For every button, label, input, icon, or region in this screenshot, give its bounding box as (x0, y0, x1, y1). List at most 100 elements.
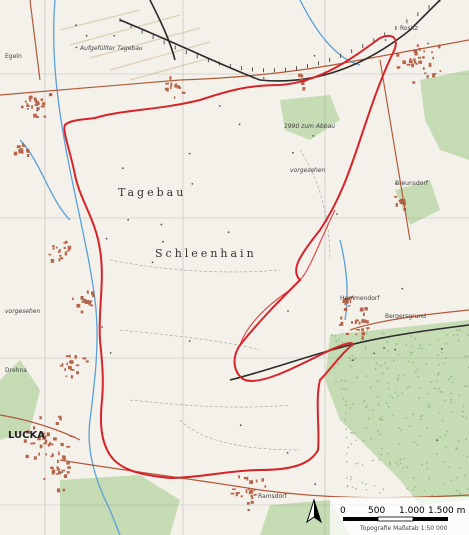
settlement-block (243, 476, 248, 480)
forest-dot (452, 334, 455, 336)
forest-dot (379, 418, 382, 421)
spot-height (383, 347, 385, 349)
forest-dot (367, 418, 370, 420)
settlement-block (340, 316, 343, 320)
spot-height (191, 183, 194, 185)
forest-dot (355, 376, 358, 379)
mining-boundary-inner (239, 209, 336, 346)
settlement-block (48, 93, 53, 97)
spot-height (436, 439, 439, 442)
settlement-block (23, 439, 27, 443)
settlement-block (419, 60, 422, 64)
spot-height (401, 287, 404, 290)
forest-dot (405, 344, 408, 346)
forest-dot (335, 340, 338, 342)
settlement-block (343, 298, 347, 302)
settlement-block (355, 319, 359, 322)
settlement-block (85, 360, 89, 363)
settlement-block (348, 305, 351, 307)
forest-dot (340, 379, 343, 381)
settlement-block (395, 203, 398, 207)
settlement-block (66, 471, 70, 474)
settlement-block (83, 298, 87, 303)
settlement-block (249, 480, 254, 484)
forest-dot (438, 412, 441, 414)
settlement-block (35, 100, 40, 105)
forest-dot (354, 463, 357, 465)
spot-height (113, 34, 115, 37)
forest-dot (341, 388, 343, 390)
forest-dot (410, 345, 413, 347)
settlement-block (62, 488, 66, 492)
forest-dot (394, 391, 397, 393)
settlement-block (36, 106, 40, 111)
settlement-block (50, 259, 55, 263)
forest-dot (419, 435, 422, 437)
spot-height (314, 483, 317, 486)
settlement-block (29, 98, 32, 102)
forest-dot (343, 419, 346, 422)
spot-height (238, 123, 241, 126)
forest-dot (412, 362, 415, 364)
settlement-block (248, 490, 251, 495)
settlement-block (66, 462, 70, 465)
forest-dot (370, 386, 372, 389)
settlement-block (29, 95, 33, 99)
spot-height (162, 240, 165, 243)
settlement-block (33, 113, 37, 118)
forest-dot (455, 329, 458, 332)
railways (119, 0, 469, 381)
settlement-block (38, 452, 40, 456)
settlement-block (80, 310, 84, 314)
spot-height (287, 310, 289, 312)
settlement-block (86, 301, 89, 304)
settlement-block (56, 468, 61, 471)
forest-dot (349, 478, 352, 481)
forest-dot (331, 334, 333, 336)
settlement-block (69, 435, 72, 437)
settlement-block (37, 103, 41, 105)
forest-dot (446, 430, 448, 433)
spot-height (188, 340, 191, 342)
settlement-block (42, 102, 46, 106)
forest-dot (385, 401, 388, 404)
label-hemmendorf: Hemmendorf (340, 295, 380, 302)
spot-height (218, 105, 221, 107)
forest-dot (443, 461, 446, 464)
settlement-block (20, 149, 24, 153)
forest-dot (450, 411, 453, 413)
settlement-block (178, 86, 181, 89)
settlement-block (55, 473, 59, 475)
settlement-block (51, 470, 55, 475)
settlement-block (181, 91, 186, 94)
forest-dot (418, 396, 420, 399)
settlement-block (37, 436, 41, 441)
settlement-block (63, 474, 67, 478)
settlement-block (70, 375, 73, 379)
settlement-block (66, 445, 71, 448)
settlement-block (412, 81, 416, 84)
settlement-block (402, 202, 406, 206)
forest-dot (381, 419, 384, 421)
forest-dot (412, 489, 415, 491)
forest-dot (349, 407, 352, 409)
forest-dot (419, 344, 422, 347)
forest-dot (399, 462, 402, 465)
settlement-block (300, 74, 304, 78)
forest-dot (458, 339, 460, 342)
settlement-block (343, 308, 348, 311)
rivers (19, 0, 361, 535)
forest-dot (438, 388, 441, 390)
label-tagebau: Tagebau (118, 186, 186, 199)
forest-dot (406, 487, 408, 490)
spot-height (188, 152, 191, 155)
forest-dot (353, 432, 356, 435)
forest-dot (344, 388, 347, 390)
settlement-block (61, 469, 66, 472)
forest-dot (372, 409, 374, 412)
forest-dot (391, 414, 394, 417)
settlement-block (413, 60, 417, 64)
settlement-block (42, 437, 46, 440)
settlement-block (51, 453, 54, 457)
forest-dot (421, 347, 424, 350)
